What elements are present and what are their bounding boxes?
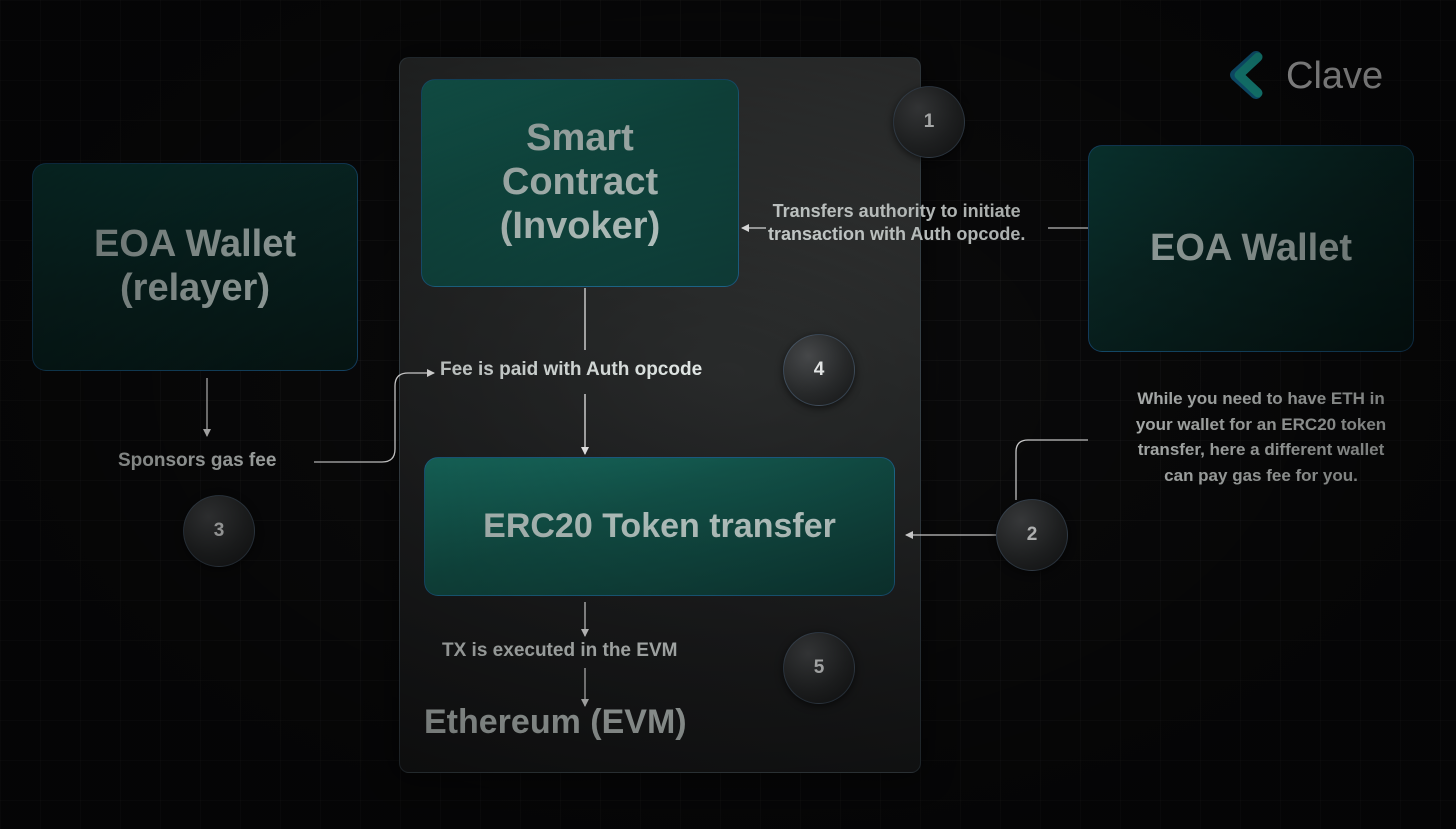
clave-logo: Clave [1226, 50, 1383, 102]
line-note [1015, 439, 1088, 500]
step-badge-3: 3 [183, 495, 255, 567]
clave-chevron-icon [1230, 51, 1263, 99]
sponsors-gas-label: Sponsors gas fee [118, 450, 277, 471]
gas-note: While you need to have ETH in your walle… [1135, 389, 1387, 485]
erc20-transfer-label: ERC20 Token transfer [483, 506, 836, 545]
evm-title: Ethereum (EVM) [424, 703, 687, 741]
step-badge-2-number: 2 [1026, 524, 1038, 545]
step-badge-3-number: 3 [213, 520, 225, 541]
smart-contract-box: Smart Contract (Invoker) [421, 79, 739, 287]
step-badge-4: 4 [783, 334, 855, 406]
fee-paid-label: Fee is paid with Auth opcode [440, 359, 703, 380]
eoa-wallet-box: EOA Wallet [1088, 145, 1414, 352]
eoa-relayer-label: EOA Wallet (relayer) [94, 223, 296, 309]
clave-logo-text: Clave [1286, 54, 1384, 97]
eoa-wallet-label: EOA Wallet [1150, 226, 1352, 269]
step-badge-1-number: 1 [923, 111, 935, 132]
erc20-transfer-box: ERC20 Token transfer [424, 457, 895, 596]
step-badge-1: 1 [893, 86, 965, 158]
eoa-relayer-box: EOA Wallet (relayer) [32, 163, 358, 371]
tx-executed-label: TX is executed in the EVM [442, 640, 678, 661]
step-badge-4-number: 4 [813, 359, 825, 380]
auth-transfer-label: Transfers authority to initiate transact… [768, 201, 1026, 245]
step-badge-5: 5 [783, 632, 855, 704]
step-badge-5-number: 5 [813, 657, 825, 678]
step-badge-2: 2 [996, 499, 1068, 571]
smart-contract-label: Smart Contract (Invoker) [499, 117, 661, 247]
